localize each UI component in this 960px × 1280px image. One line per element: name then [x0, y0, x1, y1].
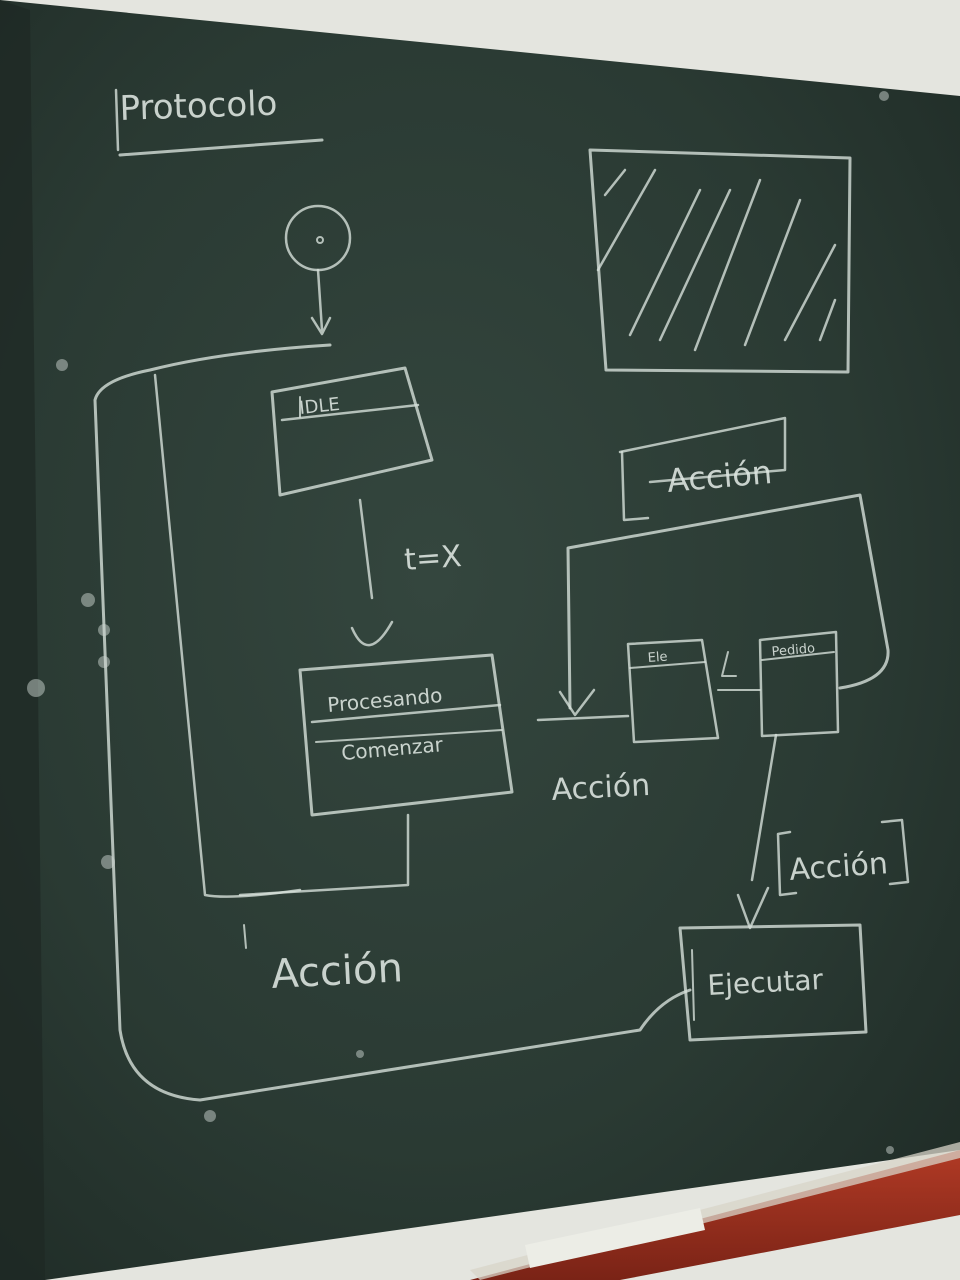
chalk-diagram	[93, 88, 910, 1102]
chalk-stick	[525, 1208, 705, 1268]
transition-label: t=X	[403, 539, 463, 578]
board-left-edge	[0, 0, 45, 1280]
accion-label-mid: Acción	[551, 768, 651, 808]
execute-state-label: Ejecutar	[707, 963, 825, 1002]
mini-box-right-label: Pedido	[771, 641, 816, 660]
accion-label-right: Acción	[788, 846, 889, 888]
accion-label-left: Acción	[270, 945, 404, 998]
accion-label-top: Acción	[665, 453, 773, 500]
idle-state-label: IDLE	[298, 394, 341, 419]
mini-box-left-label: Ele	[647, 650, 668, 666]
board-specks	[27, 91, 894, 1154]
title-label: Protocolo	[119, 84, 278, 129]
